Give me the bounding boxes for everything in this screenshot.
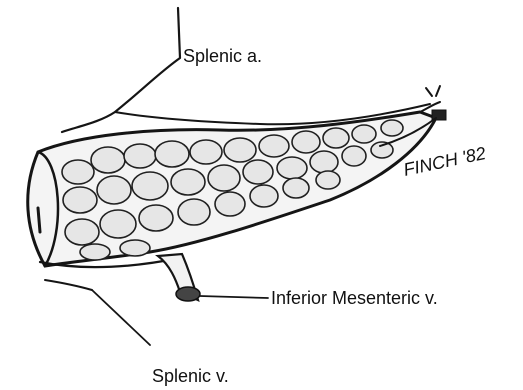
splenic-vein-vessel: [40, 258, 180, 345]
label-inferior-mesenteric-vein: Inferior Mesenteric v.: [271, 288, 438, 308]
label-splenic-vein: Splenic v.: [152, 366, 229, 386]
splenic-artery-vessel: [62, 8, 430, 132]
label-splenic-artery: Splenic a.: [183, 46, 262, 66]
inferior-mesenteric-vein-vessel: [158, 254, 268, 301]
